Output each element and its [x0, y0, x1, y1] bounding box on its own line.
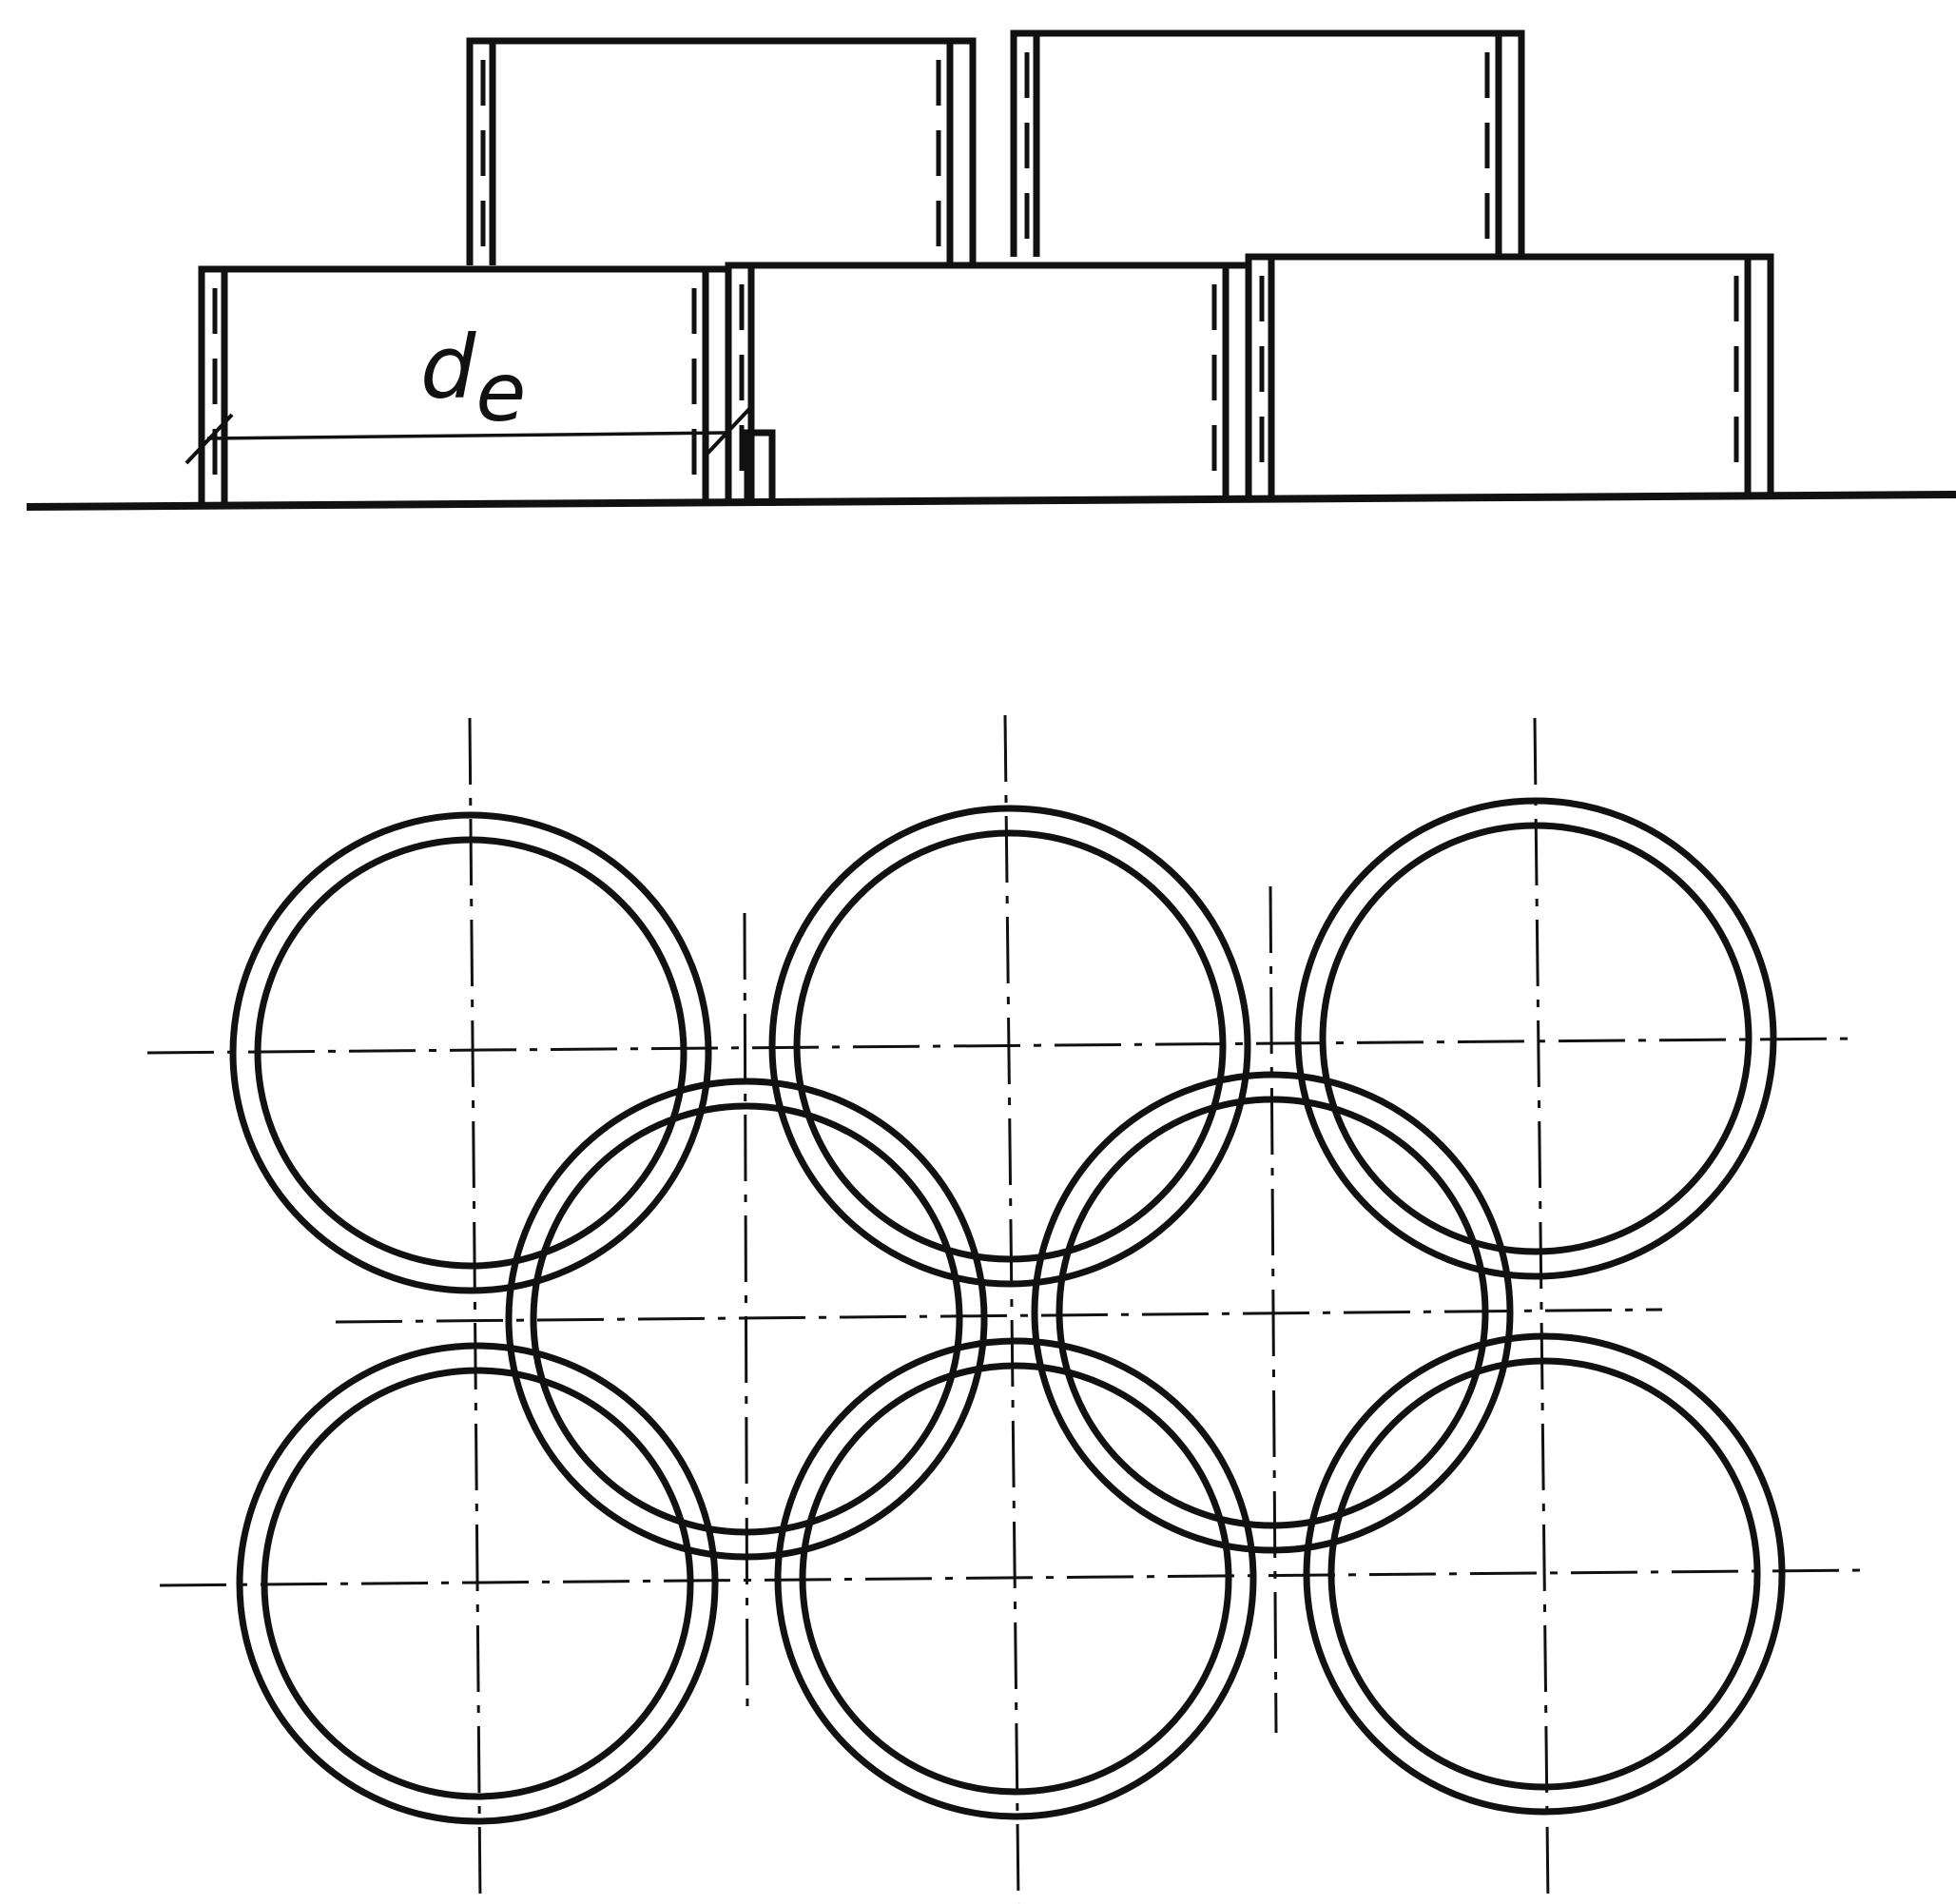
plan-view: [146, 714, 1863, 1904]
ring-inner: [1055, 1096, 1489, 1529]
ring-top-1: [229, 811, 712, 1294]
pipe-rings: [229, 797, 1786, 1825]
ring-outer: [768, 805, 1251, 1288]
pipe-outline: [1245, 253, 1774, 496]
centerline-col-2: [743, 912, 749, 1720]
centerline-row-3: [159, 1568, 1863, 1587]
centerline-row-1: [146, 1037, 1857, 1055]
ring-bottom-1: [236, 1342, 719, 1825]
dimension-tick-right: [702, 407, 751, 459]
ring-inner: [799, 1362, 1232, 1796]
ring-outer: [1303, 1332, 1786, 1816]
ring-inner: [1327, 1357, 1761, 1791]
dimension-symbol: d: [420, 317, 476, 418]
dimension-label: de: [420, 317, 526, 440]
side-pipe-bottom-2: [725, 262, 1252, 502]
side-pipe-top-2: [1010, 29, 1525, 257]
ring-outer: [229, 811, 712, 1294]
centerline-col-3: [1003, 714, 1020, 1904]
centerline-col-1: [468, 717, 482, 1904]
ring-top-3: [1294, 797, 1777, 1280]
ring-inner: [530, 1102, 963, 1536]
centerlines: [146, 714, 1863, 1904]
ring-middle-2: [1031, 1071, 1514, 1554]
pipe-outline: [466, 37, 977, 265]
ring-outer: [774, 1337, 1257, 1820]
ring-middle-1: [505, 1078, 988, 1561]
ring-inner: [1319, 822, 1753, 1255]
ring-inner: [261, 1367, 694, 1800]
pipe-outline: [725, 262, 1252, 502]
ring-inner: [254, 836, 688, 1270]
centerline-col-5: [1533, 717, 1550, 1904]
ring-outer: [1294, 797, 1777, 1280]
side-pipes: [198, 29, 1774, 506]
ring-bottom-2: [774, 1337, 1257, 1820]
dimension-tick-left: [184, 413, 234, 465]
pipe-outline: [1010, 29, 1525, 257]
ring-outer: [236, 1342, 719, 1825]
dimension-subscript: e: [475, 345, 526, 440]
ring-outer: [1031, 1071, 1514, 1554]
ring-inner: [793, 829, 1227, 1263]
ring-bottom-3: [1303, 1332, 1786, 1816]
elevation-view: de: [26, 29, 1956, 511]
dimension-line: [206, 431, 731, 440]
ring-top-2: [768, 805, 1251, 1288]
centerline-col-4: [1268, 885, 1278, 1734]
ground-line: [26, 491, 1956, 511]
side-pipe-bottom-3: [1245, 253, 1774, 496]
centerline-row-2: [335, 1308, 1663, 1324]
pipe-notch: [744, 429, 776, 506]
side-pipe-top-1: [466, 37, 977, 265]
diameter-dimension: de: [184, 317, 751, 465]
ring-outer: [505, 1078, 988, 1561]
